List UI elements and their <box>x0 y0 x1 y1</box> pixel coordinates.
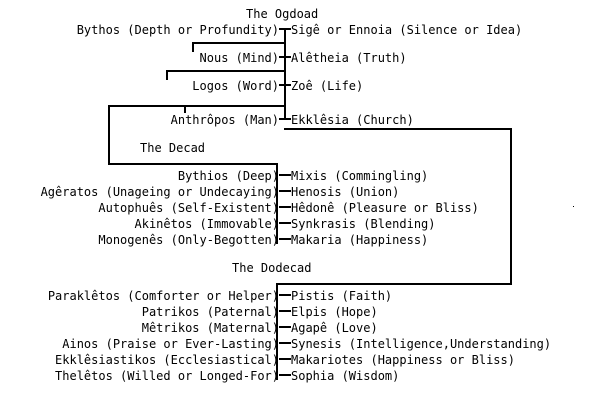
aeon-right-makariotes: Makariotes (Happiness or Bliss) <box>291 353 515 367</box>
pair-connector-d2 <box>279 190 291 192</box>
aeon-right-hedone: Hêdonê (Pleasure or Bliss) <box>291 201 479 215</box>
aeon-left-ageratos: Agêratos (Unageing or Undecaying) <box>40 185 279 199</box>
aeon-right-synkrasis: Synkrasis (Blending) <box>291 217 436 231</box>
aeon-left-ekklesiastikos: Ekklêsiastikos (Ecclesiastical) <box>55 353 279 367</box>
pair-connector-dd6 <box>279 374 291 376</box>
aeon-right-agape: Agapê (Love) <box>291 321 378 335</box>
aeon-right-aletheia: Alêtheia (Truth) <box>291 51 407 65</box>
decad-feed-left-h <box>108 163 278 165</box>
section-heading-ogdoad: The Ogdoad <box>246 7 319 21</box>
aeon-right-pistis: Pistis (Faith) <box>291 289 393 303</box>
pair-connector-d3 <box>279 206 291 208</box>
decad-feed-left-v <box>108 105 110 165</box>
pair-connector-dd1 <box>279 294 291 296</box>
emanation-bracket-1-h <box>192 42 286 44</box>
dodecad-spine <box>276 283 278 380</box>
decad-spine <box>276 163 278 244</box>
aeon-left-metrikos: Mêtrikos (Maternal) <box>141 321 279 335</box>
section-heading-dodecad: The Dodecad <box>232 261 312 275</box>
aeon-left-akinetos: Akinêtos (Immovable) <box>134 217 280 231</box>
aeon-right-makaria: Makaria (Happiness) <box>291 233 429 247</box>
aeon-left-bythios: Bythios (Deep) <box>177 169 279 183</box>
aeon-right-ekklesia: Ekklêsia (Church) <box>291 113 414 127</box>
emanation-bracket-3-v-tick <box>184 105 186 113</box>
pair-connector-d5 <box>279 238 291 240</box>
dodecad-feed-top-h <box>284 128 512 130</box>
dodecad-feed-bottom-h <box>276 283 512 285</box>
emanation-bracket-2-h <box>166 70 286 72</box>
aeon-left-nous: Nous (Mind) <box>199 51 279 65</box>
ogdoad-spine <box>284 28 286 120</box>
pair-connector-d4 <box>279 222 291 224</box>
aeon-left-monogenes: Monogenês (Only-Begotten) <box>98 233 279 247</box>
section-heading-decad: The Decad <box>140 141 206 155</box>
emanation-bracket-1-v <box>192 42 194 52</box>
scan-speck <box>573 206 574 207</box>
emanation-bracket-2-v <box>166 70 168 80</box>
aeon-right-henosis: Henosis (Union) <box>291 185 400 199</box>
aeon-left-autophues: Autophuês (Self-Existent) <box>98 201 279 215</box>
pair-connector-dd3 <box>279 326 291 328</box>
pair-connector-dd2 <box>279 310 291 312</box>
aeon-right-elpis: Elpis (Hope) <box>291 305 378 319</box>
aeon-left-logos: Logos (Word) <box>192 79 279 93</box>
aeon-left-bythos: Bythos (Depth or Profundity) <box>76 23 279 37</box>
pair-connector-d1 <box>279 174 291 176</box>
pair-connector-dd5 <box>279 358 291 360</box>
aeon-right-sige: Sigê or Ennoia (Silence or Idea) <box>291 23 523 37</box>
dodecad-feed-right-v <box>510 128 512 285</box>
aeon-left-parakletos: Paraklêtos (Comforter or Helper) <box>47 289 279 303</box>
pair-connector-dd4 <box>279 342 291 344</box>
aeon-left-anthropos: Anthrôpos (Man) <box>170 113 279 127</box>
aeon-left-theletos: Thelêtos (Willed or Longed-For) <box>55 369 279 383</box>
aeon-left-ainos: Ainos (Praise or Ever-Lasting) <box>62 337 279 351</box>
aeon-right-mixis: Mixis (Commingling) <box>291 169 429 183</box>
aeon-right-zoe: Zoê (Life) <box>291 79 364 93</box>
aeon-right-sophia: Sophia (Wisdom) <box>291 369 400 383</box>
aeon-left-patrikos: Patrikos (Paternal) <box>141 305 279 319</box>
aeon-right-synesis: Synesis (Intelligence,Understanding) <box>291 337 552 351</box>
emanation-bracket-3-h <box>108 105 286 107</box>
